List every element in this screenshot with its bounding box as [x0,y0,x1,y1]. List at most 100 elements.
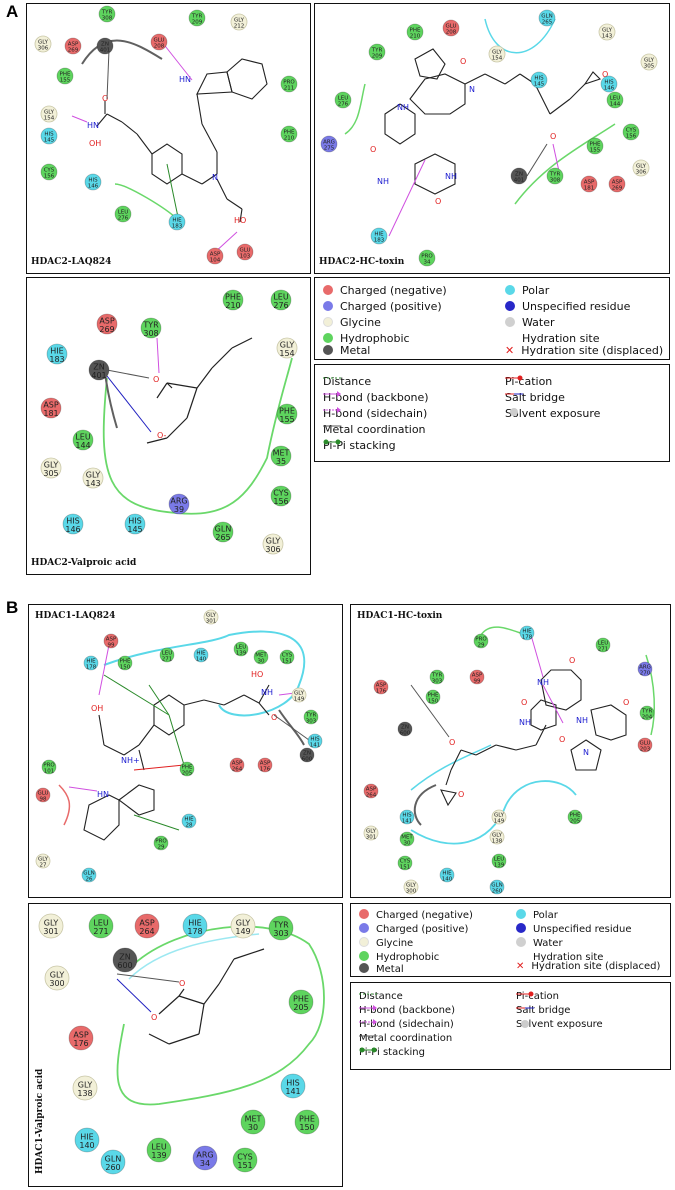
residue-bubble [140,317,162,339]
panel-title: HDAC1-LAQ824 [35,611,116,621]
residue-bubble [117,655,133,671]
residue-bubble [88,913,114,939]
residue-name: LEU [273,292,289,301]
residue-bubble [334,91,352,109]
residue-number: 600 [400,731,411,737]
residue-bubble [233,641,249,657]
residue-number: 306 [636,170,647,176]
positive-dot-icon [323,301,333,311]
residue-number: 303 [432,679,443,685]
solvent-exposure-icon [521,1020,529,1028]
residue-number: 264 [232,767,243,773]
residue-bubble [469,669,485,685]
residue-name: PHE [60,71,71,77]
residue-bubble [429,669,445,685]
atom-nh-plus-label: NH+ [121,756,140,765]
residue-bubble [81,867,97,883]
residue-number: 155 [60,78,71,84]
atom-o-label: O [458,790,464,799]
atom-hn-label: HN [97,790,109,799]
residue-name: HIS [66,516,79,525]
residue-bubble [134,913,160,939]
legend-salt-bridge: Salt bridge [516,1005,571,1016]
residue-name: LEU [598,640,609,646]
legend-unspecified: Unspecified residue [533,924,632,935]
residue-name: HIS [604,79,614,85]
residue-name: LEU [151,1142,167,1151]
atom-hn-label: HN [87,121,99,130]
residue-bubble [88,359,110,381]
residue-name: LEU [75,432,91,441]
residue-number: 181 [584,186,595,192]
legend-metal: Metal [340,344,371,357]
residue-bubble [124,513,146,535]
residue-bubble [168,493,190,515]
residue-name: GLY [280,340,295,349]
residue-number: 208 [446,30,457,36]
legend-pication: Pi-cation [516,991,559,1002]
residue-bubble [34,35,52,53]
residue-number: 209 [192,20,203,26]
legend-glycine: Glycine [340,316,381,329]
residue-name: LEU [610,95,621,101]
residue-name: PHE [428,692,439,698]
residue-number: 29 [158,845,165,851]
legend-solvent-exposure: Solvent exposure [505,407,601,420]
residue-bubble [159,647,175,663]
residue-number: 141 [402,819,413,825]
residue-name: ZN [93,362,104,371]
residue-number: 265 [542,20,553,26]
legend-solvent-exposure: Solvent exposure [516,1019,603,1030]
panel-title: HDAC1-HC-toxin [357,611,443,621]
atom-nh-label: NH [397,103,409,112]
residue-name: CYS [626,127,637,133]
residue-bubble [488,45,506,63]
residue-name: ASP [106,636,117,642]
residue-number: 98 [40,797,47,803]
residue-bubble [40,127,58,145]
pipi-line-icon [359,1047,377,1053]
panel-title: HDAC1-Valproic acid [35,1068,45,1174]
residue-number: 301 [43,927,58,936]
legend-polar: Polar [533,910,558,921]
residue-bubble [639,705,655,721]
residue-name: GLN [491,882,502,888]
residue-bubble [44,965,70,991]
residue-number: 205 [570,819,581,825]
residue-number: 156 [273,497,288,506]
atom-n-label: N [212,173,218,182]
atom-o-label: O [435,197,441,206]
residue-name: MET [401,834,413,840]
residue-number: 209 [372,54,383,60]
solvent-exposure-icon [510,408,518,416]
atom-nh-label: NH [519,718,531,727]
residue-number: 276 [118,216,129,222]
residue-name: ZN [101,41,109,47]
residue-bubble [598,23,616,41]
residue-bubble [268,915,294,941]
residue-name: GLY [492,49,503,55]
residue-bubble [46,343,68,365]
residue-bubble [489,829,505,845]
residue-bubble [168,213,186,231]
atom-o-label: O [623,698,629,707]
legend-water: Water [533,938,563,949]
residue-name: GLY [366,828,377,834]
residue-number: 145 [44,138,55,144]
residue-bubble [538,9,556,27]
